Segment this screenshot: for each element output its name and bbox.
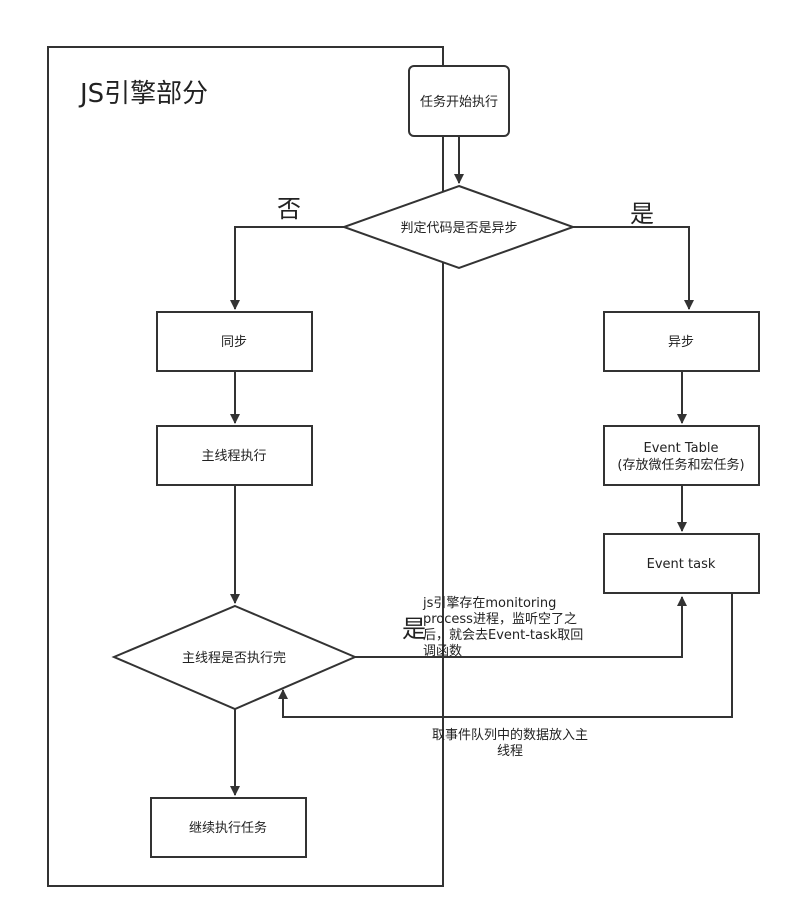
annotation-monitoring-line2: process进程，监听空了之 (423, 612, 577, 627)
node-async-label: 异步 (668, 335, 694, 350)
node-event-task (603, 533, 760, 594)
edge-decision-no-to-sync (230, 226, 344, 310)
edge-label-yes-async: 是 (630, 200, 654, 228)
js-engine-region-title: JS引擎部分 (78, 79, 208, 109)
edge-event-task-callback-to-main-done (278, 593, 733, 718)
node-decision-async-label: 判定代码是否是异步 (400, 221, 517, 236)
annotation-monitoring-line1: js引擎存在monitoring (422, 596, 556, 611)
node-continue-label: 继续执行任务 (189, 820, 267, 836)
node-async (603, 311, 760, 372)
node-main-exec-label: 主线程执行 (201, 449, 266, 464)
node-event-table-label-line2: (存放微任务和宏任务) (617, 457, 744, 473)
node-main-exec (156, 425, 313, 486)
node-sync (156, 311, 313, 372)
js-engine-region (47, 46, 444, 887)
annotation-callback-line2: 线程 (497, 744, 523, 759)
node-event-table-label-line1: Event Table (644, 441, 719, 456)
edge-label-yes-done: 是 (402, 615, 426, 643)
node-continue (150, 797, 307, 858)
edge-main-done-yes-to-event-task (355, 596, 687, 658)
annotation-callback-line1: 取事件队列中的数据放入主 (432, 727, 588, 743)
edge-label-no: 否 (277, 195, 301, 223)
node-main-done (111, 604, 358, 711)
node-start (408, 65, 510, 137)
node-event-table (603, 425, 760, 486)
node-decision-async (341, 184, 576, 270)
node-main-done-label: 主线程是否执行完 (182, 651, 286, 666)
annotation-monitoring-line4: 调函数 (423, 644, 462, 659)
node-event-task-label: Event task (647, 557, 716, 572)
edge-decision-yes-to-async (573, 226, 694, 310)
node-start-label: 任务开始执行 (420, 94, 498, 110)
node-sync-label: 同步 (221, 335, 247, 350)
annotation-monitoring-line3: 后，就会去Event-task取回 (423, 628, 583, 643)
